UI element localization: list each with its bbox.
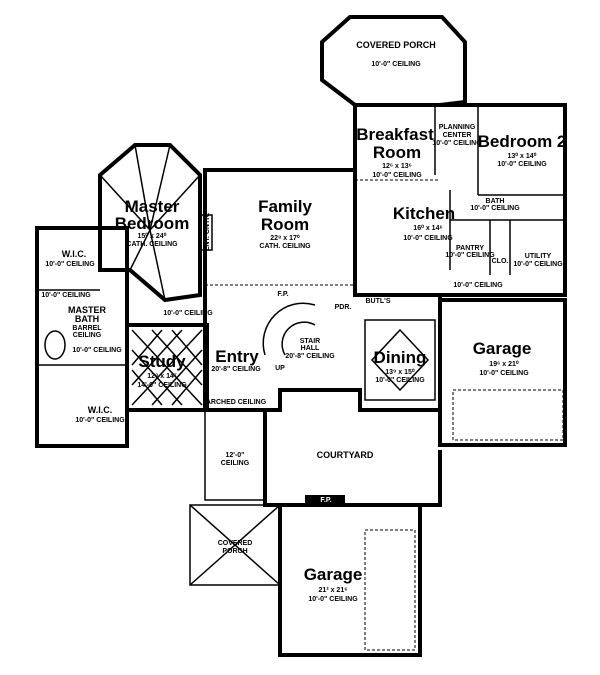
bath-label: BATH [486,198,505,205]
ceiling-beam [149,174,201,231]
kitchen-dims: 16⁰ x 14⁶ [413,224,442,232]
breakfast-ceiling: 10'-0" CEILING [372,172,422,179]
mb-ceiling-a: 10'-0" CEILING [41,292,91,299]
entertainment-center-label: ENT. CNTR. [204,213,211,252]
study-ceiling-pattern [131,329,203,406]
bathtub [44,330,66,360]
family-room-ceiling: CATH. CEILING [259,243,311,250]
mb-ceiling-b: 10'-0" CEILING [72,347,122,354]
utility-label: UTILITY [525,253,552,260]
breakfast-label-2: Room [373,143,421,162]
gallery-ceiling-2: CEILING [221,460,250,467]
wic-bottom-label: W.I.C. [88,405,113,415]
family-room-dims: 22⁸ x 17⁰ [270,234,300,242]
family-room-label: Family [258,197,312,216]
entertainment-center [199,214,213,251]
ceiling-beam [149,229,166,301]
porch-top-label: COVERED PORCH [356,40,436,50]
bedroom2-ceiling: 10'-0" CEILING [497,161,547,168]
garage-right-wall [438,298,567,447]
master-bedroom-ceiling: CATH. CEILING [126,241,178,248]
garage-bottom-ceiling: 10'-0" CEILING [308,596,358,603]
study-wall [125,323,209,412]
hall-left-ceiling: 10'-0" CEILING [163,310,213,317]
garage-bottom-wall [278,503,422,657]
family-room-label-2: Room [261,215,309,234]
gallery-ceiling: 12'-0" [226,452,245,459]
master-bedroom-label-2: Bedroom [115,214,190,233]
porch-bottom-label: COVERED [218,540,253,547]
garage-bottom-label: Garage [304,565,363,584]
porch-top-ceiling: 10'-0" CEILING [371,61,421,68]
courtyard-fireplace-label: F.P. [320,497,331,504]
master-bath-ceiling: BARREL [72,325,102,332]
closet-label: CLO. [492,258,509,265]
ceiling-beam [99,174,151,231]
stair-up-label: UP [275,365,285,372]
wic-top-ceiling: 10'-0" CEILING [45,261,95,268]
arched-ceiling: ARCHED CEILING [206,399,267,406]
planning-label-2: CENTER [443,132,472,139]
dining-label: Dining [374,348,427,367]
fireplace-label: F.P. [277,291,288,298]
kitchen-label: Kitchen [393,204,455,223]
garage-right-ceiling: 10'-0" CEILING [479,370,529,377]
garage-bottom-dims: 21² x 21⁶ [319,587,348,594]
butlers-pantry-label: BUTL'S [366,298,391,305]
porch-bottom-label-2: PORCH [222,548,247,555]
breakfast-dims: 12⁶ x 13⁶ [382,163,412,170]
powder-room-label: PDR. [335,304,352,311]
planning-ceiling: 10'-0" CEILING [432,140,482,147]
wic-bottom-ceiling: 10'-0" CEILING [75,417,125,424]
study-ceiling: 14'-0" CEILING [137,382,187,389]
entry-label: Entry [215,347,259,366]
master-bath-label: MASTER [68,305,107,315]
wic-top-label: W.I.C. [62,249,87,259]
bedroom2-dims: 13⁰ x 14⁰ [508,152,537,160]
garage-parking [452,389,564,441]
courtyard-label: COURTYARD [317,450,374,460]
kitchen-ceiling: 10'-0" CEILING [403,235,453,242]
master-bedroom-dims: 15⁰ x 24⁰ [138,232,167,240]
ceiling-beam [134,144,151,231]
stair-hall-ceiling: 20'-8" CEILING [285,353,335,360]
dining-ceiling-detail [370,328,430,392]
study-label: Study [138,352,186,371]
hall-ceiling: 10'-0" CEILING [453,282,503,289]
stair-curve [262,302,316,356]
bedroom2-label: Bedroom 2 [478,132,567,151]
master-bath-label-2: BATH [75,314,99,324]
dining-ceiling: 10'-0" CEILING [375,377,425,384]
stair-hall-label: STAIR [300,338,320,345]
stair-hall-label-2: HALL [301,345,320,352]
planning-label: PLANNING [439,124,476,131]
utility-ceiling: 10'-0" CEILING [513,261,563,268]
stair-curve-inner [281,321,316,356]
porch-beam [189,504,281,586]
dining-boundary [364,319,436,401]
pantry-label: PANTRY [456,245,484,252]
ceiling-beam [129,229,151,271]
bath-ceiling: 10'-0" CEILING [470,205,520,212]
breakfast-label: Breakfast [356,125,434,144]
garage-parking [364,529,416,651]
garage-right-label: Garage [473,339,532,358]
pantry-ceiling: 10'-0" CEILING [445,252,495,259]
ceiling-beam [149,144,171,231]
garage-right-dims: 19⁶ x 21⁰ [489,360,519,368]
dining-dims: 13⁹ x 15⁰ [385,368,415,376]
entry-ceiling: 20'-8" CEILING [211,366,261,373]
master-bath-ceiling-2: CEILING [73,332,102,339]
master-bedroom-label: Master [125,197,180,216]
study-dims: 12⁸ x 14⁷ [147,373,177,380]
